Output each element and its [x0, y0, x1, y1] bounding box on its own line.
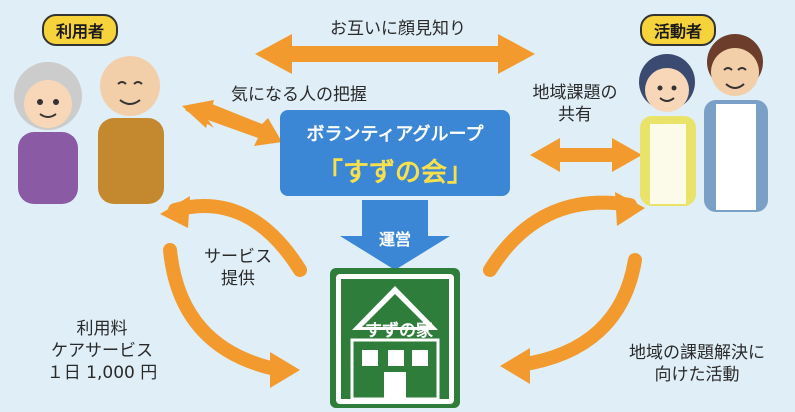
service-line2: 提供: [221, 269, 255, 289]
regional-issues-label: 地域課題の 共有: [520, 82, 630, 126]
female-volunteer-figure: [639, 54, 696, 206]
fee-line2: ケアサービス: [51, 341, 153, 361]
fee-label: 利用料 ケアサービス １日 1,000 円: [22, 318, 182, 384]
house-panel: [330, 268, 460, 408]
activity-loop-arrowheads: [500, 192, 645, 384]
activity-label: 地域の課題解決に 向けた活動: [612, 342, 782, 386]
regional-issues-line1: 地域課題の: [532, 83, 618, 103]
service-loop-arrowheads: [160, 196, 300, 388]
activity-line1: 地域の課題解決に: [629, 343, 765, 363]
operation-arrow: [340, 200, 450, 270]
service-loop-arrows: [163, 199, 307, 377]
grasp-concern-arrow: [182, 100, 282, 146]
house-label: すずの家: [365, 321, 433, 341]
service-label: サービス 提供: [198, 246, 278, 290]
activity-line2: 向けた活動: [654, 365, 740, 385]
group-type-label: ボランティアグループ: [306, 124, 484, 145]
activists-tag: 活動者: [640, 14, 717, 46]
operation-label: 運営: [378, 230, 411, 249]
group-name-label: 「すずの会」: [316, 158, 473, 188]
fee-line1: 利用料: [76, 319, 128, 339]
users-tag: 利用者: [42, 14, 119, 46]
male-volunteer-figure: [704, 34, 768, 212]
elderly-woman-figure: [14, 62, 82, 204]
regional-issues-line2: 共有: [558, 105, 592, 125]
fee-line3: １日 1,000 円: [46, 363, 158, 383]
mutual-acquaintance-label: お互いに顔見知り: [330, 19, 466, 39]
grasp-concern-label: 気になる人の把握: [231, 85, 367, 105]
activity-loop-arrows: [483, 195, 642, 372]
volunteer-group-box: ボランティアグループ 「すずの会」: [280, 110, 510, 196]
elderly-man-figure: [98, 56, 164, 204]
service-line1: サービス: [204, 247, 272, 267]
regional-issue-arrow: [530, 138, 642, 172]
mutual-acquaintance-arrow: [255, 34, 535, 74]
